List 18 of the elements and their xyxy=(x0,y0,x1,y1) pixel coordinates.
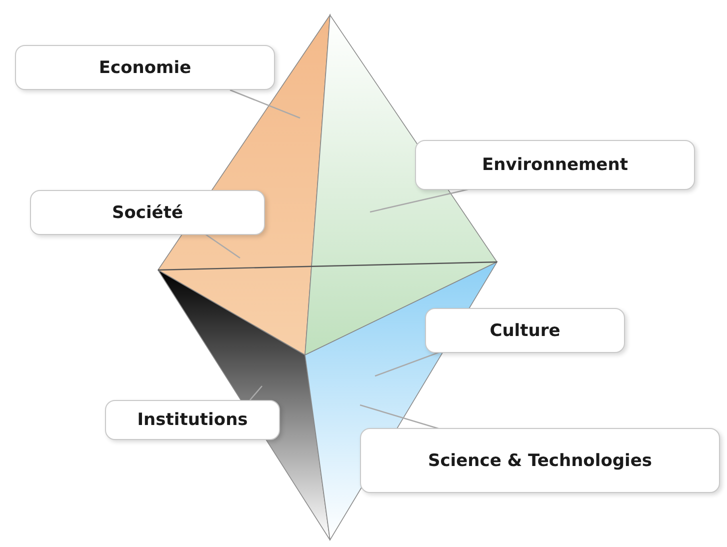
callout-text: Société xyxy=(112,202,183,222)
leader-line xyxy=(250,386,262,400)
callout-box xyxy=(105,400,280,440)
callout-text: Science & Technologies xyxy=(428,450,652,470)
leader-line xyxy=(374,351,440,377)
callout-text: Culture xyxy=(490,320,560,340)
callout-text: Institutions xyxy=(137,410,248,430)
leader-line xyxy=(230,89,300,119)
leader-line xyxy=(370,188,470,213)
callout-text: Economie xyxy=(98,58,192,78)
callout-box xyxy=(15,45,275,90)
leader-line xyxy=(204,233,240,259)
callout-text: Environnement xyxy=(482,155,628,175)
leader-line xyxy=(360,404,440,430)
callout-box xyxy=(30,190,265,235)
callout-box xyxy=(360,428,720,493)
callout-box xyxy=(425,308,625,353)
callout-box xyxy=(415,140,695,190)
